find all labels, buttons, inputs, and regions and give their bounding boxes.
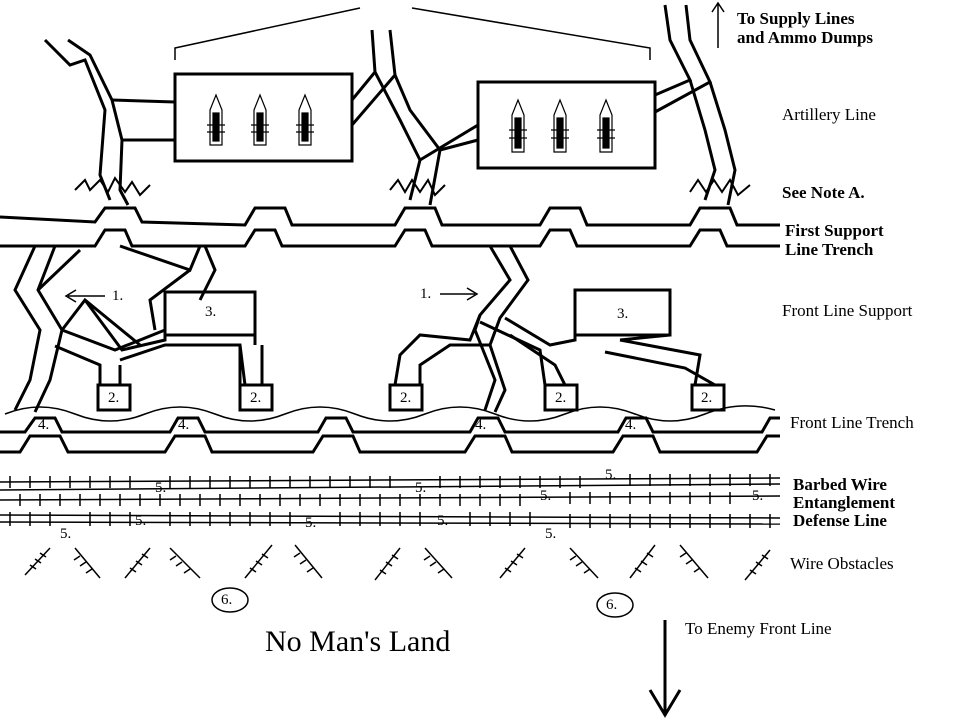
gun-icon — [296, 93, 314, 146]
front-line-support-label: Front Line Support — [782, 301, 913, 320]
note-a-label: See Note A. — [782, 183, 865, 202]
communication-trenches-upper — [43, 4, 737, 206]
barbed-wire-ticks — [9, 474, 771, 528]
front-line-trench-label: Front Line Trench — [790, 413, 914, 432]
marker-5-e: 5. — [752, 488, 764, 504]
marker-5-c: 5. — [605, 467, 617, 483]
artillery-line-label: Artillery Line — [782, 105, 876, 124]
front-wire-wave — [4, 405, 776, 422]
gun-icon — [207, 93, 225, 146]
no-mans-land-label: No Man's Land — [265, 625, 451, 658]
marker-5-g: 5. — [305, 515, 317, 531]
barbed-wire-label-line1: Barbed Wire — [793, 475, 887, 494]
first-support-label-line1: First Support — [785, 221, 884, 240]
marker-1-left: 1. — [112, 288, 124, 304]
marker-6-left: 6. — [221, 592, 233, 608]
marker-5-f: 5. — [135, 513, 147, 529]
supply-arrow — [711, 1, 725, 48]
front-line-support-trenches — [13, 244, 726, 413]
first-support-label-line2: Line Trench — [785, 240, 874, 259]
wire-obstacles-label: Wire Obstacles — [790, 554, 894, 573]
marker-5-b: 5. — [415, 480, 427, 496]
marker-5-h: 5. — [437, 513, 449, 529]
marker-6-circle-right — [596, 592, 634, 618]
marker-2-a: 2. — [108, 390, 120, 406]
gun-icon — [251, 93, 269, 146]
marker-4-d: 4. — [625, 417, 637, 433]
marker-1-right: 1. — [420, 286, 432, 302]
gun-icon — [597, 98, 615, 153]
marker-5-d: 5. — [540, 488, 552, 504]
marker-1-arrow-right — [440, 287, 479, 301]
front-line-trench-top — [0, 416, 780, 434]
barbed-wire-label-line2: Entanglement — [793, 493, 895, 512]
first-support-trench-bottom — [0, 228, 780, 248]
marker-4-c: 4. — [475, 417, 487, 433]
gun-icon — [509, 98, 527, 153]
top-bracket — [174, 7, 651, 60]
marker-4-a: 4. — [38, 417, 50, 433]
marker-2-e: 2. — [701, 390, 713, 406]
artillery-box-left — [173, 72, 354, 163]
gun-icon — [551, 98, 569, 153]
front-line-trench-bottom — [0, 434, 780, 454]
barbed-wire-label-line3: Defense Line — [793, 511, 887, 530]
marker-2-b: 2. — [250, 390, 262, 406]
marker-2-d: 2. — [555, 390, 567, 406]
artillery-guns — [207, 93, 615, 153]
marker-6-circle-left — [211, 587, 249, 613]
enemy-arrow — [648, 620, 682, 718]
note-a-wire — [74, 176, 751, 197]
supply-label-line1: To Supply Lines — [737, 9, 855, 28]
marker-4-b: 4. — [178, 417, 190, 433]
wire-obstacles — [24, 544, 771, 581]
first-support-trench-top — [0, 206, 780, 227]
supply-label-line2: and Ammo Dumps — [737, 28, 874, 47]
marker-2-c: 2. — [400, 390, 412, 406]
marker-3-right: 3. — [617, 306, 629, 322]
marker-3-left: 3. — [205, 304, 217, 320]
marker-1-arrow-left — [64, 289, 105, 303]
marker-5-i: 5. — [60, 526, 72, 542]
marker-5-a: 5. — [155, 480, 167, 496]
marker-5-j: 5. — [545, 526, 557, 542]
enemy-front-label: To Enemy Front Line — [685, 619, 832, 638]
marker-6-right: 6. — [606, 597, 618, 613]
